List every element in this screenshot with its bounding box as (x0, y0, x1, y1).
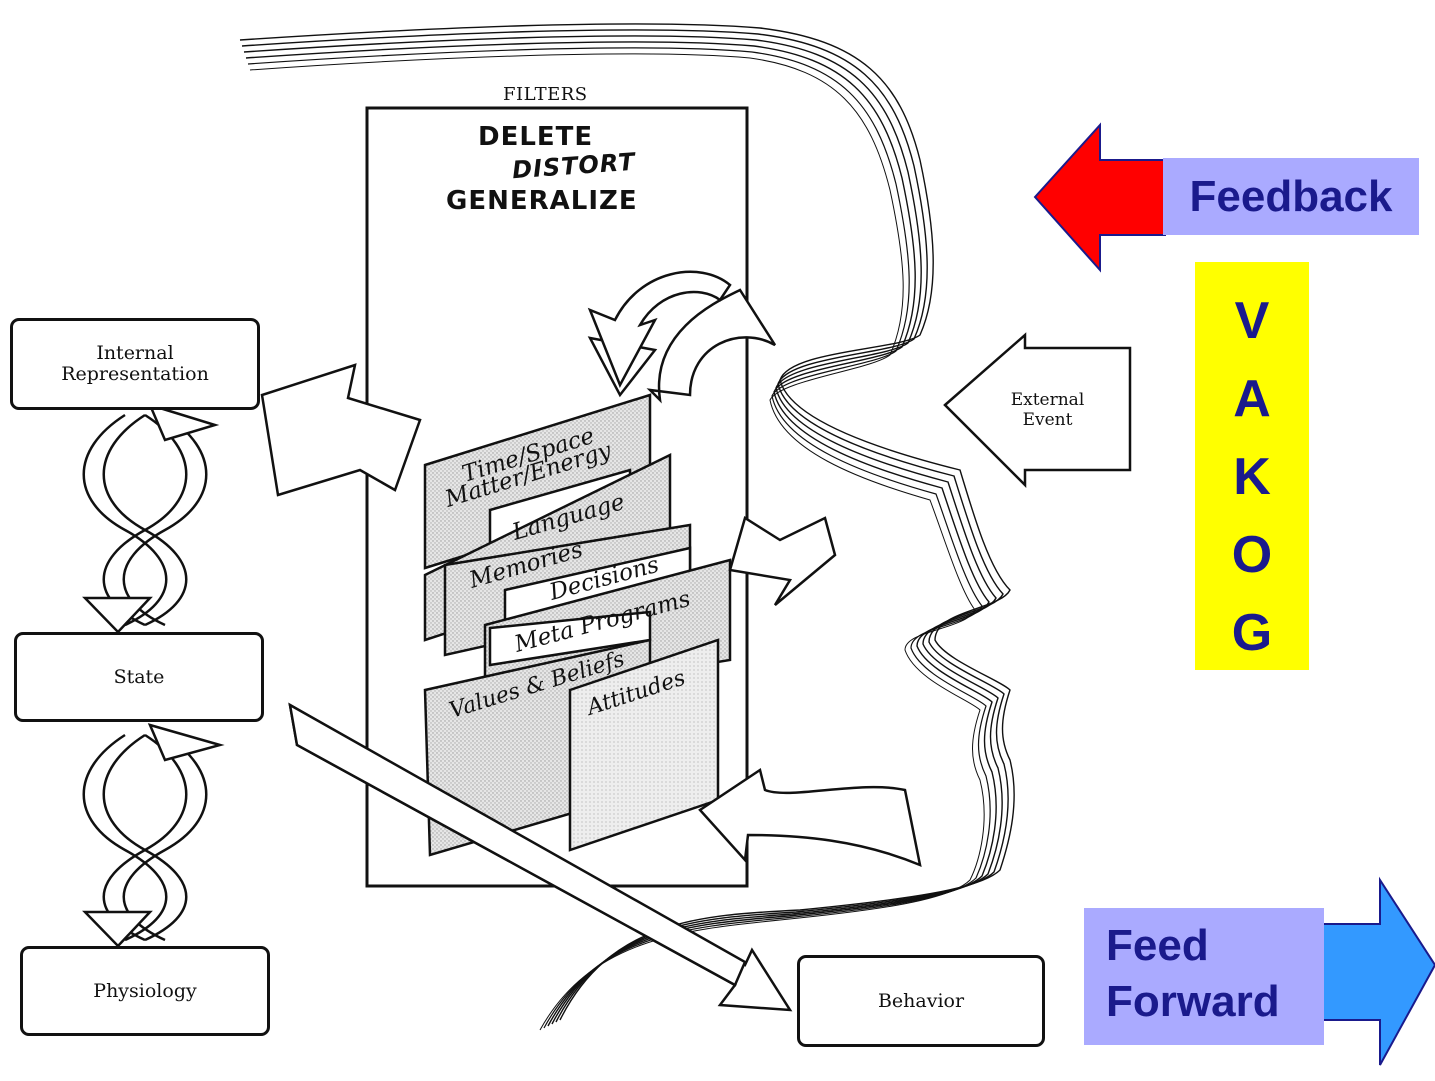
vakog-v: V (1234, 292, 1270, 350)
feed-forward-line2: Forward (1106, 977, 1280, 1026)
behavior-label: Behavior (877, 989, 965, 1012)
feedback-label: Feedback (1163, 158, 1419, 235)
head-profile (239, 23, 1015, 1031)
arrow-into-cards-middle (728, 516, 837, 606)
feed-forward-label: Feed Forward (1084, 908, 1324, 1045)
arrow-to-internal-representation (260, 363, 422, 497)
external-event-arrow (943, 332, 1132, 489)
twist-arrows-lower (82, 723, 225, 948)
vakog-column: V A K O G (1195, 262, 1309, 670)
feedforward-arrow (1321, 876, 1435, 1066)
filter-cards (423, 393, 732, 857)
internal-representation-box: Internal Representation (10, 318, 260, 410)
feedback-arrow (1033, 122, 1166, 273)
twist-arrows-upper (82, 403, 220, 634)
physiology-label: Physiology (93, 979, 197, 1002)
state-box: State (14, 632, 264, 722)
curved-arrow-lower (698, 767, 922, 868)
vakog-k: K (1233, 448, 1271, 506)
state-label: State (113, 665, 165, 688)
vakog-g: G (1231, 604, 1273, 662)
feed-forward-line1: Feed (1106, 921, 1209, 970)
physiology-box: Physiology (20, 946, 270, 1036)
external-event-label: External Event (1010, 390, 1085, 430)
filter-generalize: GENERALIZE (446, 186, 638, 216)
internal-representation-label: Internal Representation (61, 342, 209, 385)
curved-arrow-upper-head (587, 270, 732, 388)
filters-label: FILTERS (503, 84, 588, 105)
behavior-box: Behavior (797, 955, 1045, 1047)
arrow-state-to-behavior-shaft (288, 702, 747, 987)
vakog-a: A (1233, 370, 1271, 428)
filter-delete: DELETE (478, 122, 594, 152)
vakog-o: O (1231, 526, 1273, 584)
